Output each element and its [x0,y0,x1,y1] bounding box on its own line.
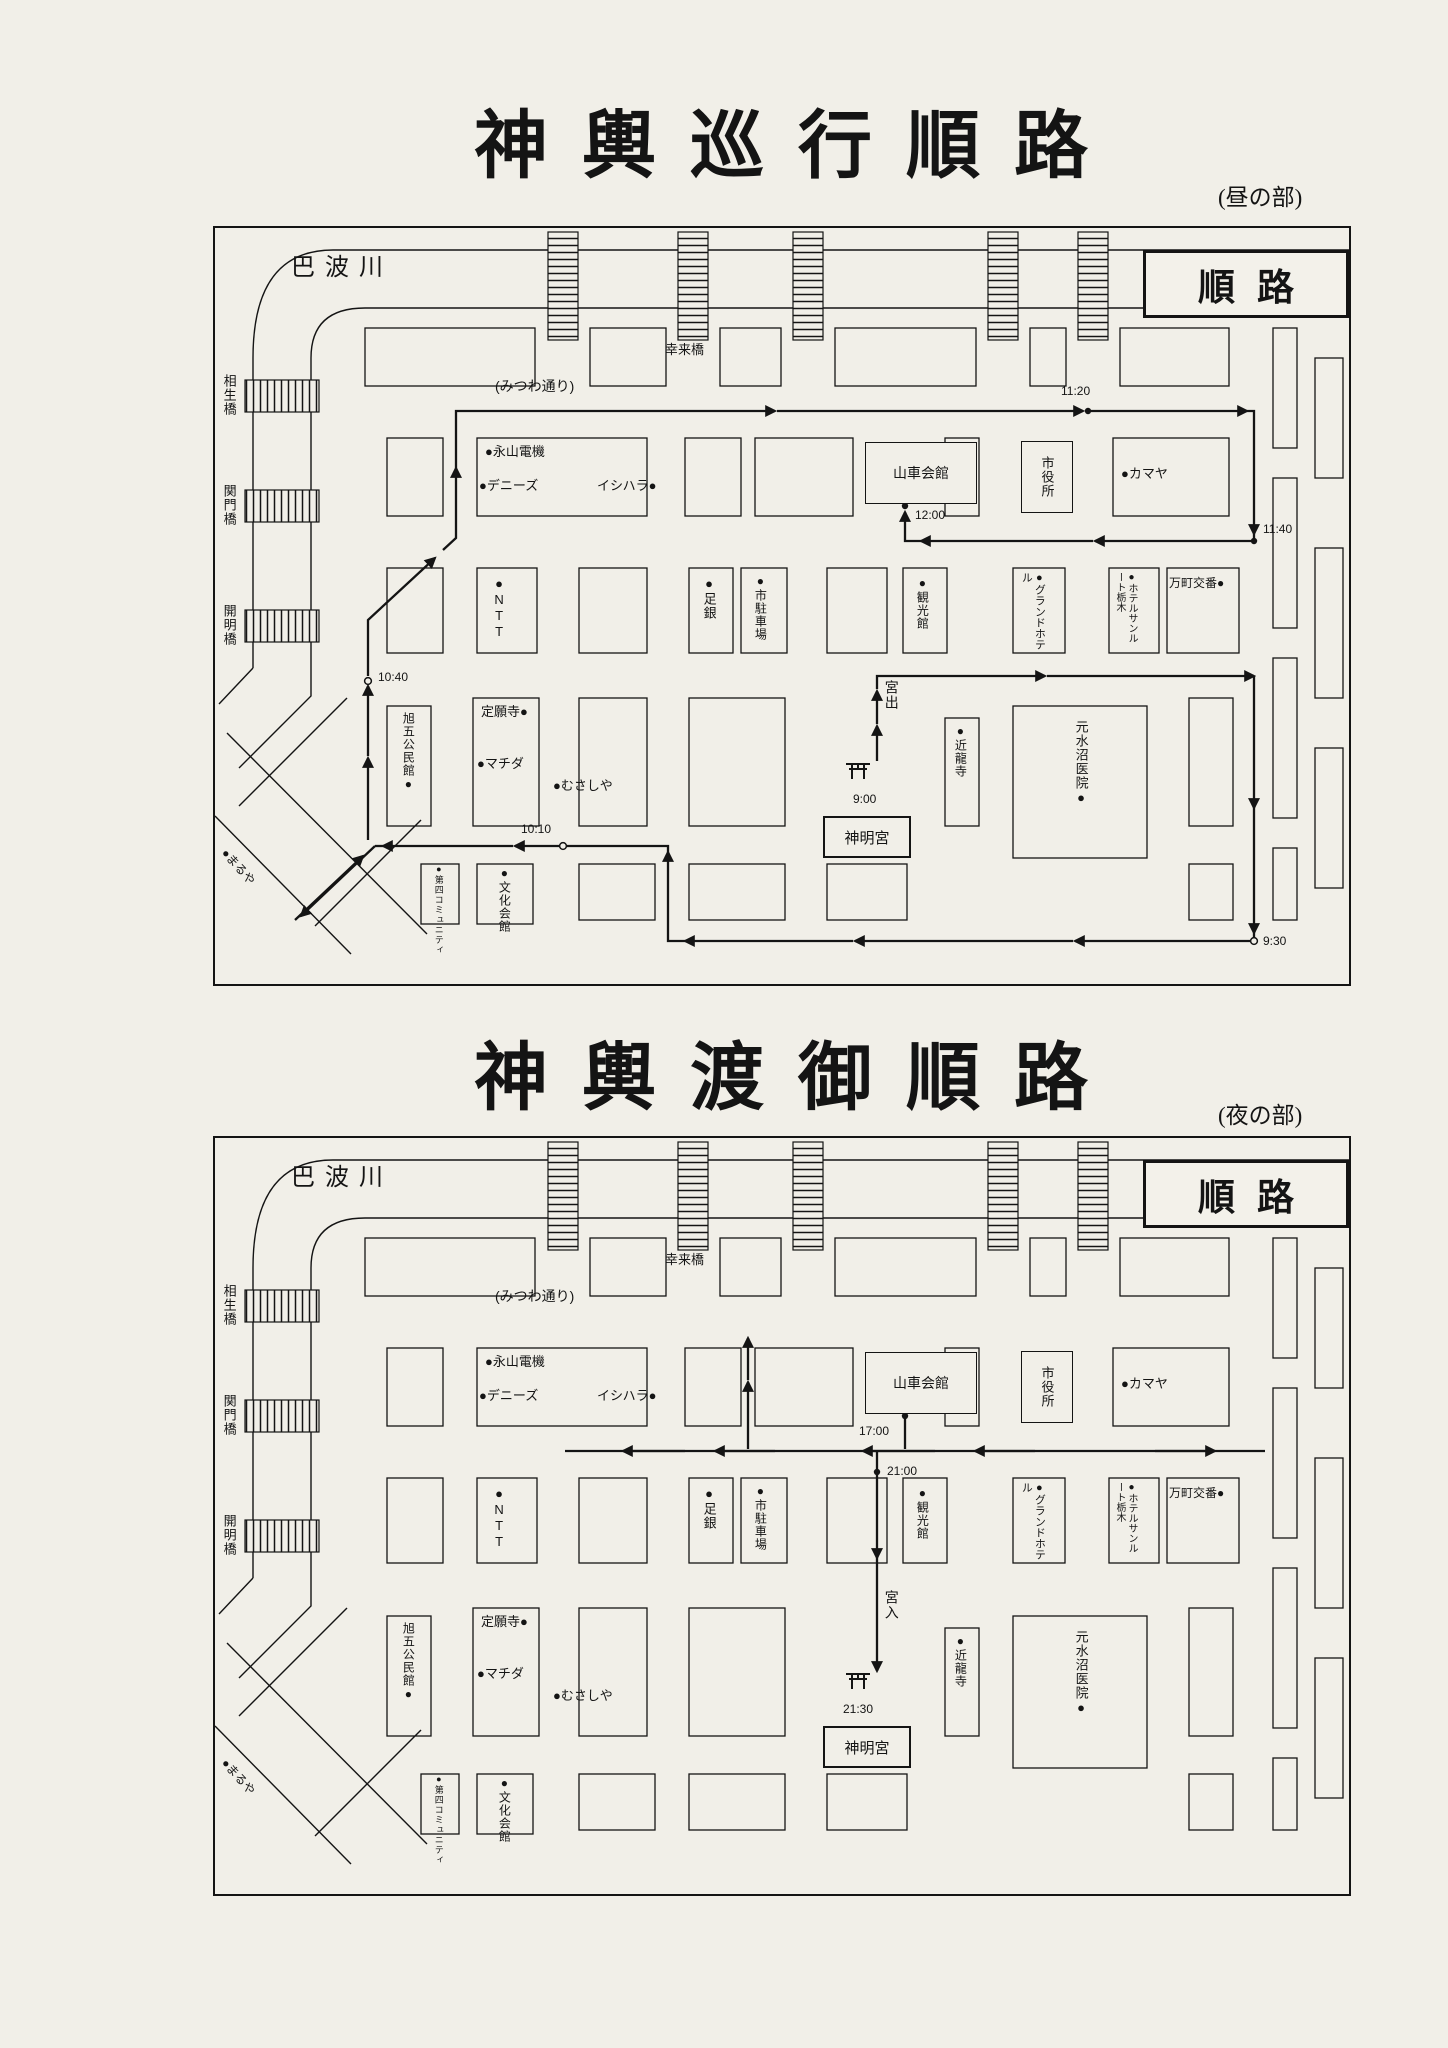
night-map-subtitle: (夜の部) [1218,1103,1303,1128]
night-basemap-svg [215,1141,1349,1865]
day-route-map: 巴波川 幸来橋 相生橋 関門橋 開明橋 (みつわ通り) ●永山電機 ●デニーズ … [213,226,1351,986]
night-route-map: 巴波川 幸来橋 相生橋 関門橋 開明橋 (みつわ通り) ●永山電機 ●デニーズ … [213,1136,1351,1896]
day-basemap-svg [215,231,1349,955]
night-route-line [565,1335,1265,1674]
day-map-subtitle: (昼の部) [1218,185,1303,210]
night-map-title: 神輿渡御順路 [474,1038,1122,1120]
day-map-title: 神輿巡行順路 [474,106,1122,188]
bridges [244,231,1109,643]
diagonal-streets [215,697,428,955]
day-route-line [294,405,1260,947]
city-blocks [364,327,1344,925]
